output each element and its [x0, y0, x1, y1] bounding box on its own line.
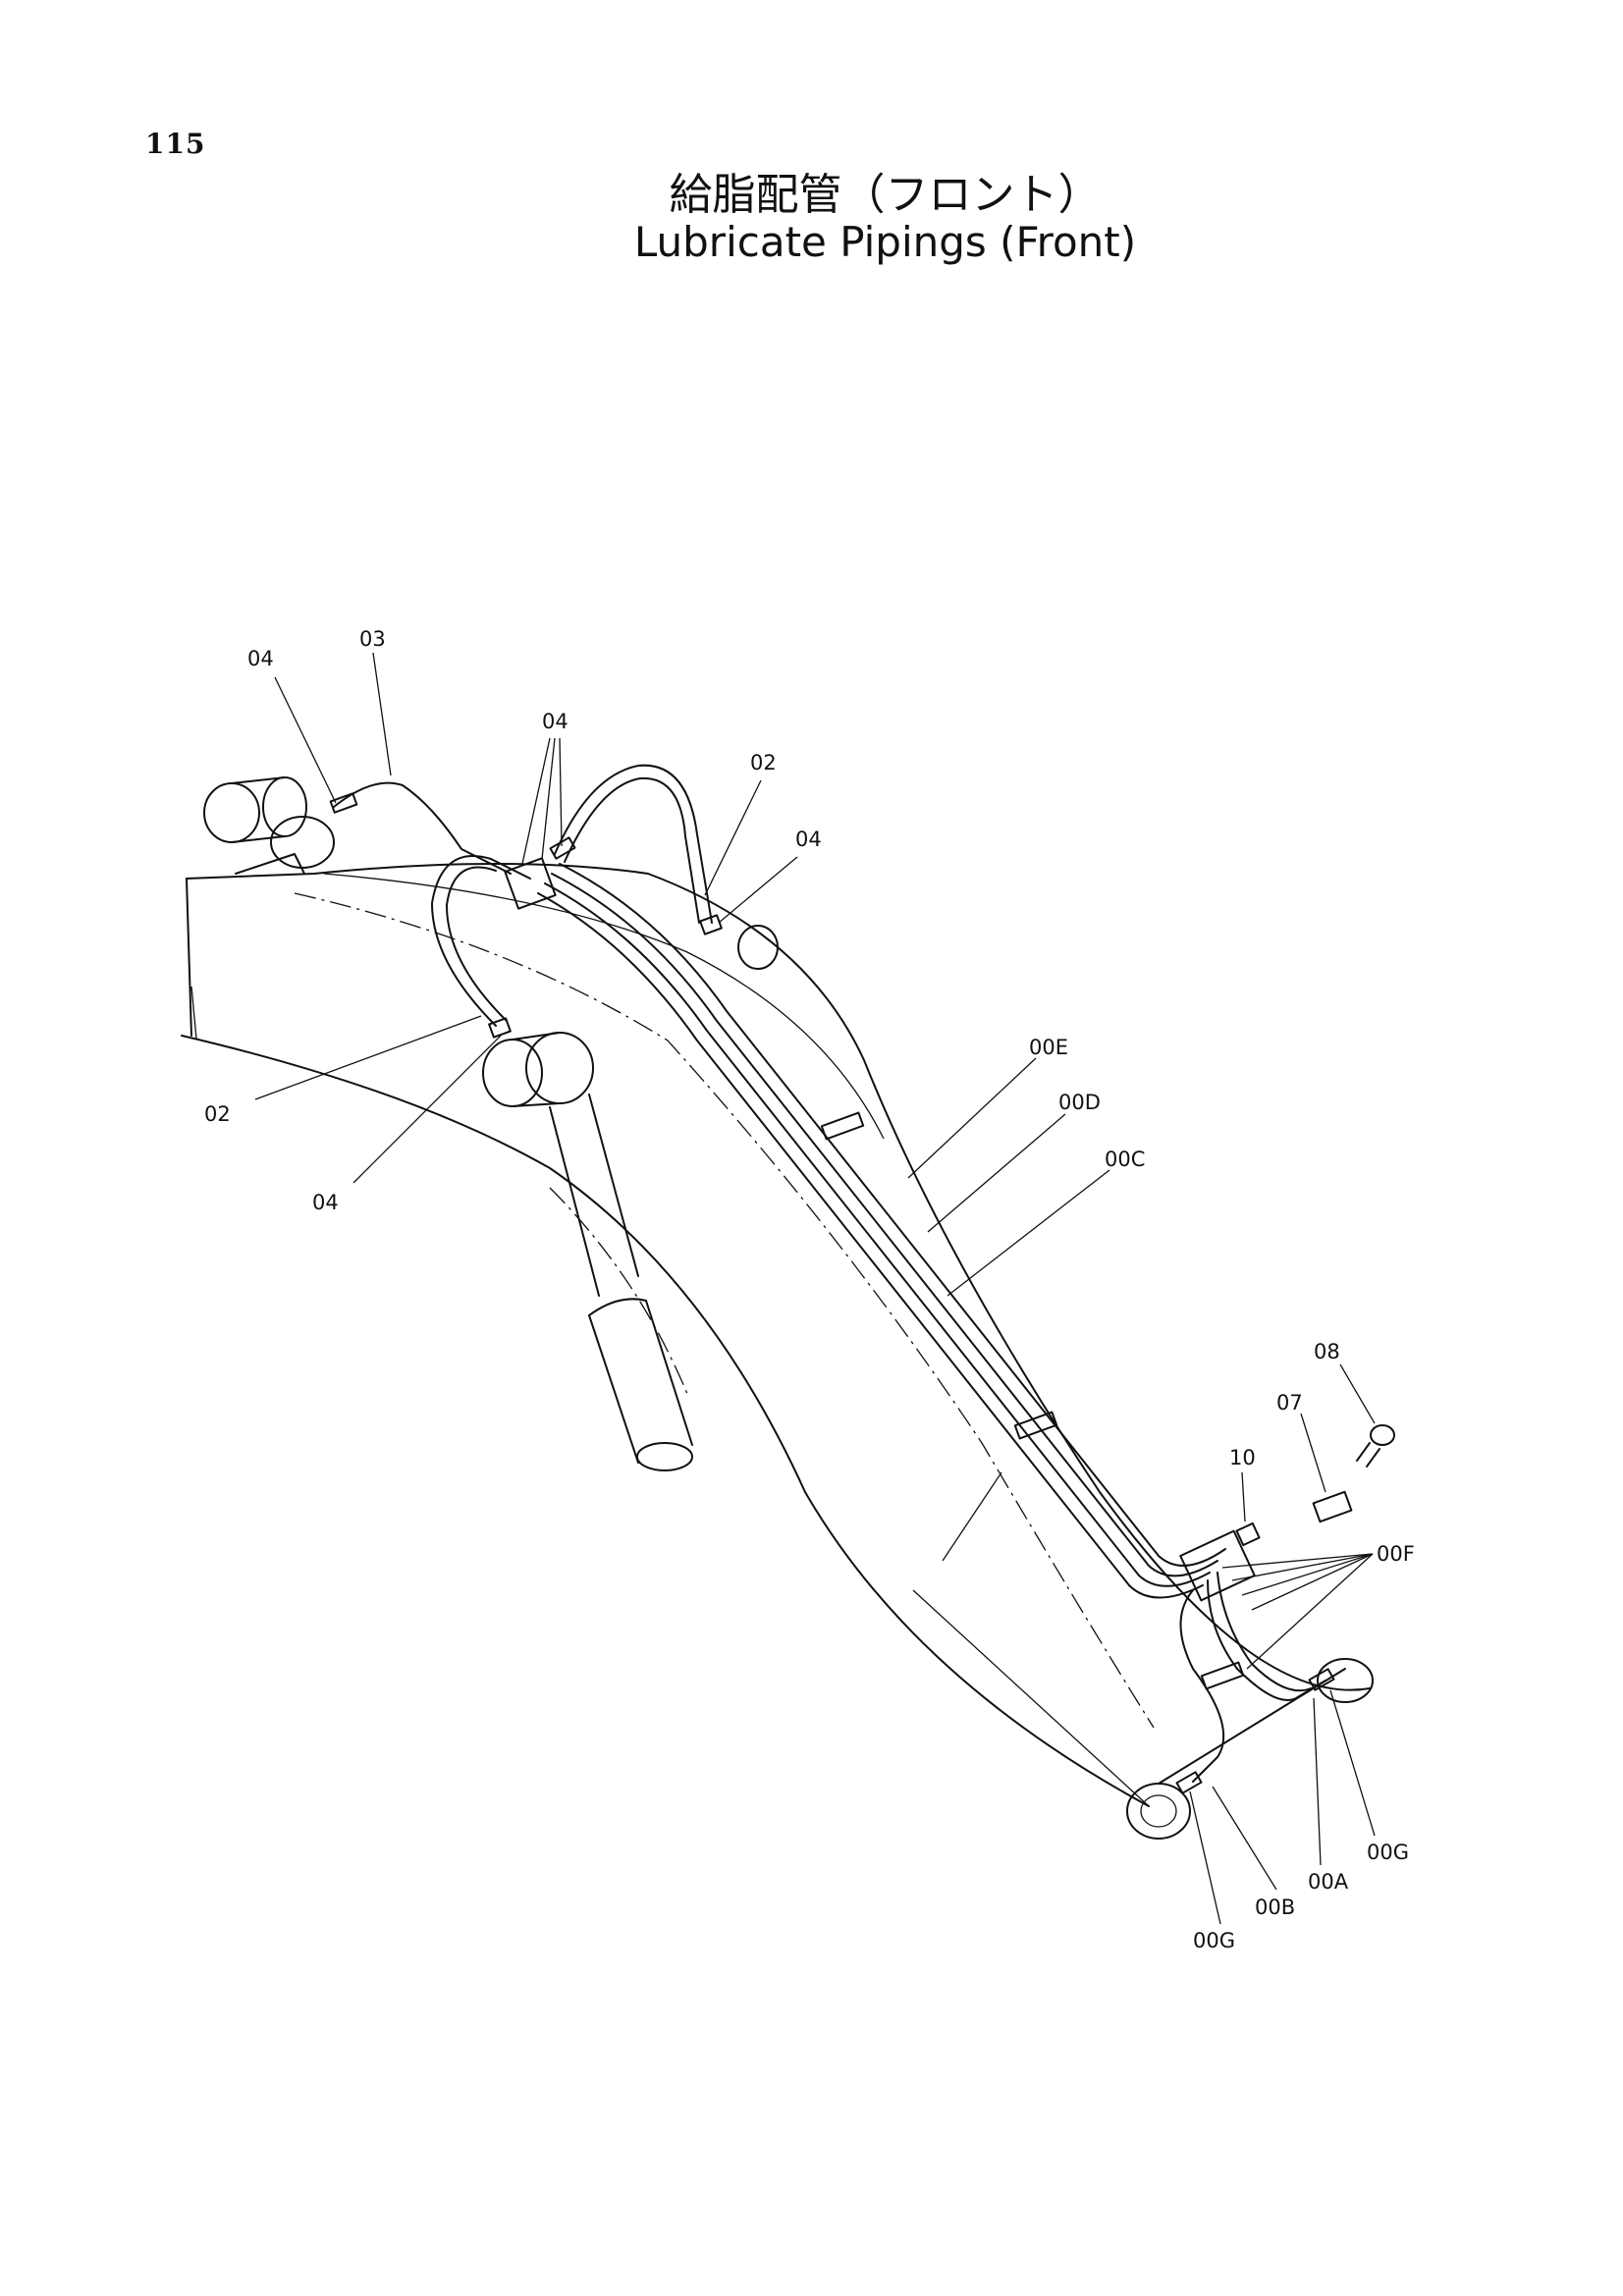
callout-labels: 04 03 04 02 04 02 04 00E 00D 00C 08 07 1… [204, 627, 1415, 1952]
callout-08: 08 [1314, 1340, 1340, 1363]
callout-00A: 00A [1308, 1870, 1349, 1894]
callout-00B: 00B [1255, 1896, 1295, 1919]
callout-04: 04 [247, 647, 274, 670]
page-title-japanese: 給脂配管（フロント） [669, 170, 1102, 220]
callout-00F: 00F [1377, 1542, 1415, 1566]
callout-02: 02 [204, 1102, 231, 1126]
callout-10: 10 [1229, 1446, 1256, 1469]
callout-00C: 00C [1105, 1148, 1145, 1171]
boom-cylinder [482, 1032, 693, 1471]
leader-lines [254, 652, 1376, 1925]
callout-04: 04 [542, 710, 568, 733]
page-title-english: Lubricate Pipings (Front) [633, 218, 1137, 266]
page-number: 115 [145, 128, 206, 160]
grease-pipes [329, 764, 1395, 1794]
callout-00G: 00G [1367, 1841, 1409, 1864]
boom-body [181, 776, 1374, 1840]
callout-03: 03 [359, 627, 386, 651]
callout-02: 02 [750, 751, 777, 774]
callout-00D: 00D [1058, 1091, 1101, 1114]
callout-07: 07 [1276, 1391, 1303, 1415]
callout-00E: 00E [1029, 1036, 1068, 1059]
callout-04: 04 [795, 828, 822, 851]
callout-00G: 00G [1193, 1929, 1235, 1952]
callout-04: 04 [312, 1191, 339, 1214]
